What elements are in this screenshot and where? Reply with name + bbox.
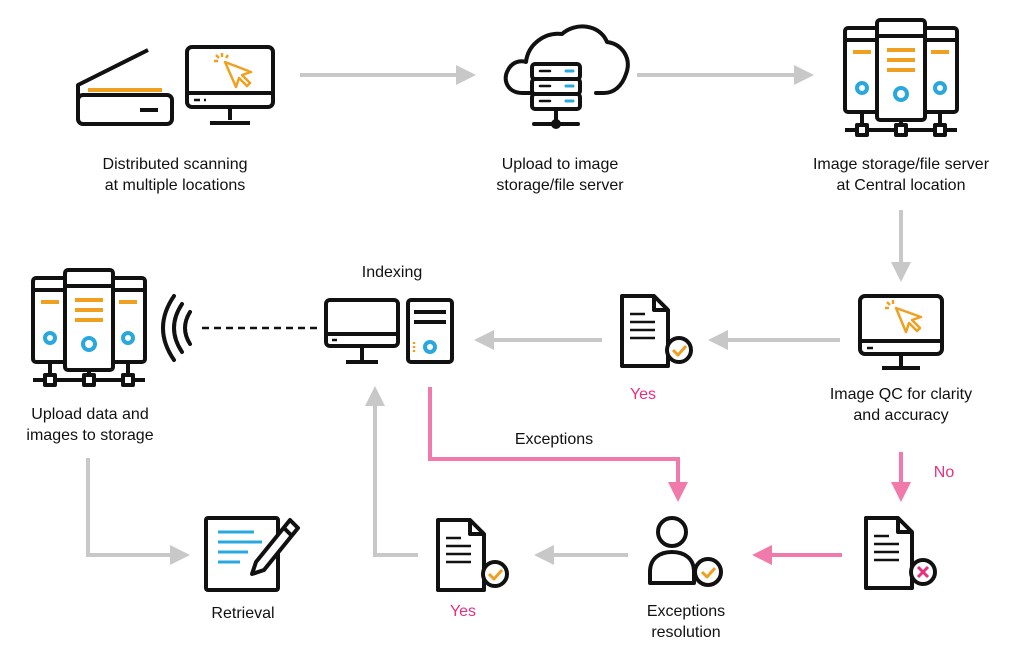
- step-label-storage: Upload data and images to storage: [6, 404, 174, 446]
- label-line: Exceptions: [646, 603, 726, 620]
- monitor-cursor-icon: [185, 45, 275, 125]
- server-cluster-icon: [31, 268, 147, 387]
- document-cross-icon: [864, 516, 937, 590]
- decision-label-resolution-yes: Yes: [432, 601, 494, 622]
- label-line: at Central location: [836, 177, 966, 194]
- flow-arrows: [86, 65, 911, 565]
- label-line: Image storage/file server: [812, 156, 990, 173]
- step-label-retrieval: Retrieval: [190, 603, 296, 624]
- scanner-icon: [76, 48, 174, 126]
- decision-label-qc-no: No: [922, 462, 966, 483]
- server-cluster-icon: [843, 18, 959, 137]
- step-label-indexing: Indexing: [340, 262, 444, 283]
- label-line: images to storage: [26, 427, 154, 444]
- step-label-qc: Image QC for clarity and accuracy: [806, 384, 996, 426]
- label-line: Upload data and: [31, 406, 149, 423]
- arrow-yes-to-indexing-up: [365, 386, 418, 557]
- form-pen-icon: [204, 516, 300, 592]
- label-line: and accuracy: [853, 407, 949, 424]
- user-check-icon: [648, 516, 723, 587]
- document-check-icon: [436, 518, 509, 592]
- monitor-cursor-icon: [858, 294, 944, 370]
- desktop-computer-icon: [324, 298, 454, 364]
- label-line: Image QC for clarity: [829, 386, 973, 403]
- arrow-storage-to-retrieval: [86, 458, 190, 565]
- decision-label-qc-yes: Yes: [612, 384, 674, 405]
- label-line: Yes: [629, 386, 657, 403]
- label-line: Retrieval: [211, 605, 275, 622]
- label-line: Yes: [449, 603, 477, 620]
- arrow-exceptions: [428, 387, 688, 502]
- label-line: No: [933, 464, 955, 481]
- step-label-resolution: Exceptions resolution: [616, 601, 756, 643]
- label-line: Distributed scanning: [102, 156, 248, 173]
- label-line: storage/file server: [496, 177, 624, 194]
- label-line: resolution: [651, 624, 721, 641]
- label-line: at multiple locations: [104, 177, 246, 194]
- label-line: Upload to image: [501, 156, 619, 173]
- step-label-scanning: Distributed scanning at multiple locatio…: [74, 154, 276, 196]
- wireless-signal-icon: [161, 294, 192, 362]
- label-line: Exceptions: [514, 431, 594, 448]
- flow-label-exceptions: Exceptions: [494, 429, 614, 450]
- step-label-upload: Upload to image storage/file server: [470, 154, 650, 196]
- step-label-central: Image storage/file server at Central loc…: [790, 154, 1012, 196]
- cloud-server-icon: [503, 24, 630, 129]
- document-check-icon: [620, 294, 693, 368]
- label-line: Indexing: [361, 264, 423, 281]
